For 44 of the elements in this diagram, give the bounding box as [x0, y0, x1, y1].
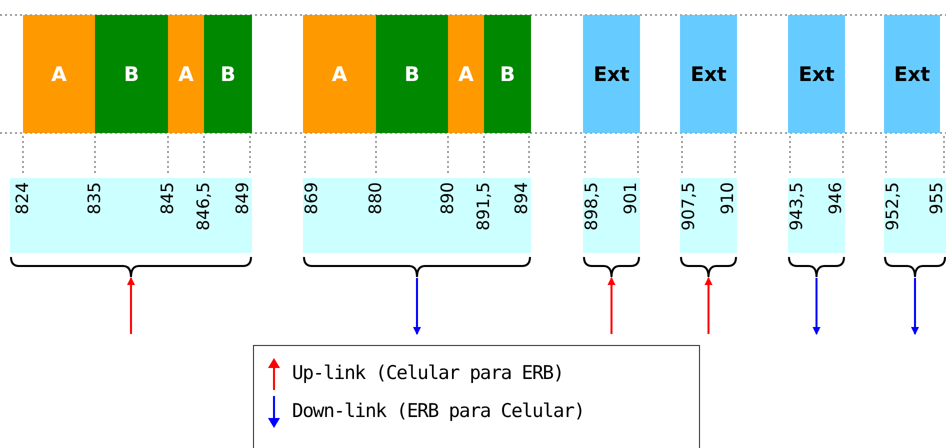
frequency-label: 890 — [439, 182, 457, 214]
arrow — [413, 278, 421, 335]
legend-label: Up-link (Celular para ERB) — [292, 362, 564, 384]
frequency-label: 946 — [827, 182, 845, 214]
frequency-range — [583, 178, 640, 278]
band-block: B — [204, 15, 252, 133]
frequency-label: 849 — [234, 182, 252, 214]
legend-label: Down-link (ERB para Celular) — [292, 400, 584, 422]
arrow — [812, 278, 820, 335]
band-block: B — [376, 15, 448, 133]
frequency-label: 880 — [367, 182, 385, 214]
frequency-label: 907,5 — [680, 182, 698, 231]
frequency-range — [680, 178, 737, 278]
frequency-label: 943,5 — [788, 182, 806, 231]
frequency-label: 846,5 — [195, 182, 213, 231]
frequency-label: 952,5 — [884, 182, 902, 231]
frequency-label: 869 — [303, 182, 321, 214]
band-block: Ext — [583, 15, 640, 133]
frequency-label: 901 — [622, 182, 640, 214]
band-block: B — [95, 15, 168, 133]
frequency-label: 894 — [513, 182, 531, 214]
frequency-label: 891,5 — [475, 182, 493, 231]
frequency-label: 835 — [86, 182, 104, 214]
arrow — [608, 277, 616, 334]
band-block: A — [23, 15, 95, 133]
band-block: A — [168, 15, 204, 133]
frequency-range — [884, 178, 946, 278]
frequency-range — [788, 178, 845, 278]
arrow — [704, 277, 712, 334]
frequency-label: 955 — [928, 182, 946, 214]
frequency-range — [10, 178, 252, 278]
frequency-label: 845 — [159, 182, 177, 214]
frequency-label: 898,5 — [583, 182, 601, 231]
arrow — [127, 277, 135, 334]
band-block: Ext — [680, 15, 737, 133]
band-block: A — [303, 15, 376, 133]
frequency-range — [303, 178, 531, 278]
band-block: B — [484, 15, 531, 133]
frequency-label: 910 — [719, 182, 737, 214]
frequency-label: 824 — [14, 182, 32, 214]
arrow — [911, 278, 919, 335]
band-block: Ext — [884, 15, 940, 133]
band-block: Ext — [788, 15, 845, 133]
band-block: A — [448, 15, 484, 133]
